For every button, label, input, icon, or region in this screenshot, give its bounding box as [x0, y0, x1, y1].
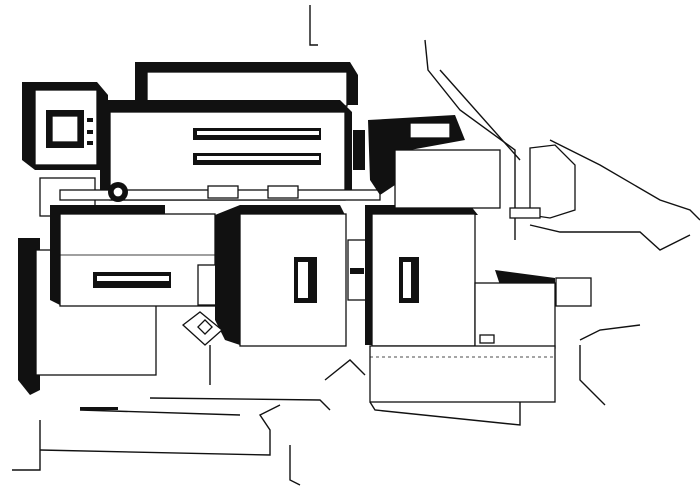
lower-gallery-block: [369, 270, 592, 426]
kiosk: [181, 311, 366, 385]
upper-long-block: [135, 62, 358, 107]
site-lines-right: [309, 5, 700, 406]
right-cube: [365, 205, 478, 347]
right-upper-block: [353, 115, 501, 209]
main-hall-block: [100, 100, 352, 201]
left-mid-block: [50, 205, 221, 307]
centre-cube: [215, 205, 369, 347]
site-lines-bottom: [12, 397, 331, 486]
tower-block: [22, 82, 108, 170]
